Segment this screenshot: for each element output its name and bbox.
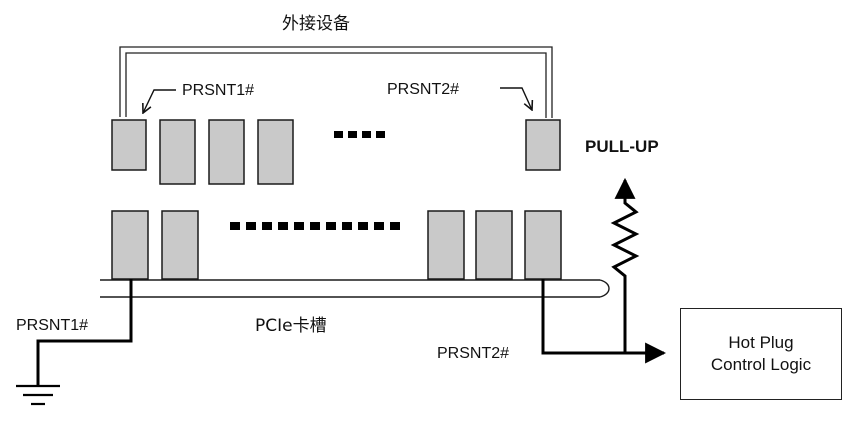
label-pointers	[143, 87, 532, 113]
ground-symbol	[16, 384, 60, 406]
pcie-slot-label: PCIe卡槽	[255, 316, 327, 336]
card-contact	[208, 119, 245, 185]
pull-up-label: PULL-UP	[585, 137, 659, 156]
card-contact	[257, 119, 294, 185]
ellipsis-top	[334, 131, 385, 138]
slot-contact	[427, 210, 465, 280]
prsnt1-slot-label: PRSNT1#	[16, 317, 89, 334]
prsnt1-ground-wire	[36, 279, 133, 386]
pull-up-resistor	[610, 177, 640, 353]
slot-contact-prsnt1	[111, 210, 149, 280]
card-contact	[159, 119, 196, 185]
slot-contact	[161, 210, 199, 280]
prsnt2-card-label: PRSNT2#	[387, 81, 460, 98]
external-device-label: 外接设备	[282, 14, 350, 34]
hot-plug-control-logic-box: Hot Plug Control Logic	[680, 308, 842, 400]
hot-plug-line1: Hot Plug	[728, 333, 794, 352]
external-device-loop	[119, 46, 553, 118]
slot-base	[100, 279, 610, 298]
slot-contact	[475, 210, 513, 280]
slot-contacts	[111, 210, 562, 280]
ellipsis-bottom	[230, 222, 400, 230]
card-contacts-top	[111, 119, 561, 185]
prsnt1-card-label: PRSNT1#	[182, 82, 255, 99]
hot-plug-line2: Control Logic	[710, 355, 812, 374]
card-contact-prsnt2	[525, 119, 561, 171]
slot-contact-prsnt2	[524, 210, 562, 280]
prsnt2-slot-label: PRSNT2#	[437, 345, 510, 362]
card-contact-prsnt1	[111, 119, 147, 171]
prsnt2-wire	[541, 279, 667, 364]
